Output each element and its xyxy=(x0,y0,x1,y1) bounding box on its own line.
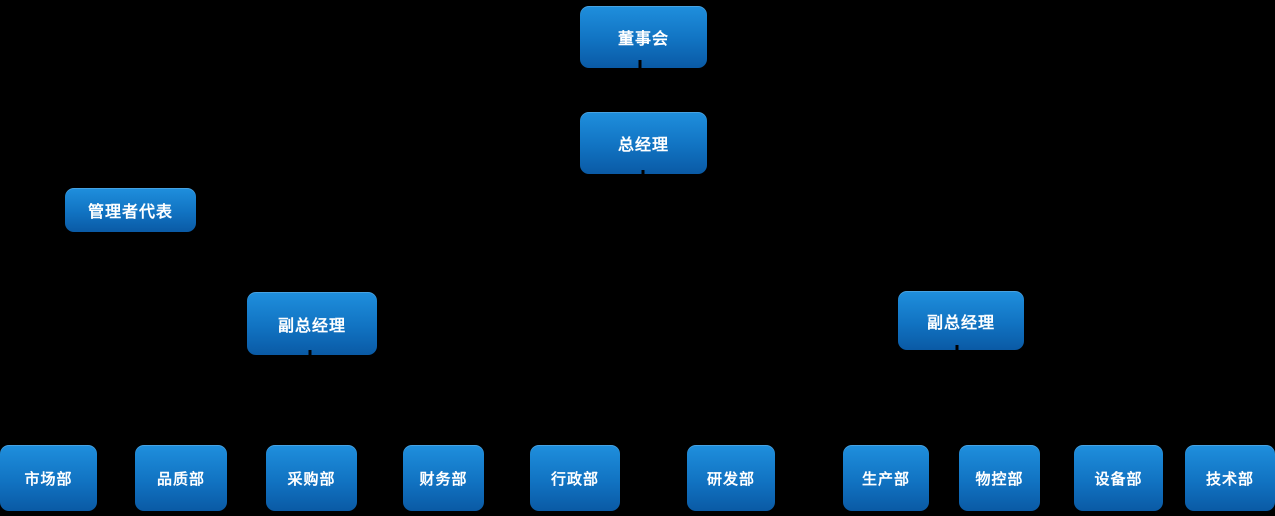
org-node-dept-equipment: 设备部 xyxy=(1074,445,1163,511)
org-node-dept-marketing: 市场部 xyxy=(0,445,97,511)
dept-label: 采购部 xyxy=(287,470,336,488)
org-node-dept-purchasing: 采购部 xyxy=(266,445,357,511)
dept-label: 财务部 xyxy=(419,470,468,488)
org-node-dept-finance: 财务部 xyxy=(403,445,484,511)
org-node-dept-rnd: 研发部 xyxy=(687,445,775,511)
org-node-management-representative: 管理者代表 xyxy=(65,188,196,232)
dept-label: 设备部 xyxy=(1094,470,1143,488)
dept-label: 物控部 xyxy=(975,470,1024,488)
dept-label: 行政部 xyxy=(550,470,599,488)
org-node-dept-production: 生产部 xyxy=(843,445,929,511)
dept-label: 生产部 xyxy=(861,470,910,488)
org-node-dept-technology: 技术部 xyxy=(1185,445,1275,511)
org-node-general-manager-label: 总经理 xyxy=(617,137,669,154)
org-node-management-representative-label: 管理者代表 xyxy=(87,204,173,221)
org-node-deputy-gm-left: 副总经理 xyxy=(247,292,377,355)
org-node-dept-administration: 行政部 xyxy=(530,445,620,511)
org-node-deputy-gm-left-label: 副总经理 xyxy=(277,317,346,335)
org-node-dept-material-control: 物控部 xyxy=(959,445,1040,511)
org-node-board: 董事会 xyxy=(580,6,707,68)
org-node-dept-quality: 品质部 xyxy=(135,445,227,511)
dept-label: 技术部 xyxy=(1205,470,1254,488)
org-node-deputy-gm-right: 副总经理 xyxy=(898,291,1024,350)
org-node-deputy-gm-right-label: 副总经理 xyxy=(926,314,995,332)
org-node-general-manager: 总经理 xyxy=(580,112,707,174)
dept-label: 市场部 xyxy=(24,470,73,488)
org-node-board-label: 董事会 xyxy=(617,31,669,48)
dept-label: 研发部 xyxy=(706,470,755,488)
dept-label: 品质部 xyxy=(156,470,205,488)
